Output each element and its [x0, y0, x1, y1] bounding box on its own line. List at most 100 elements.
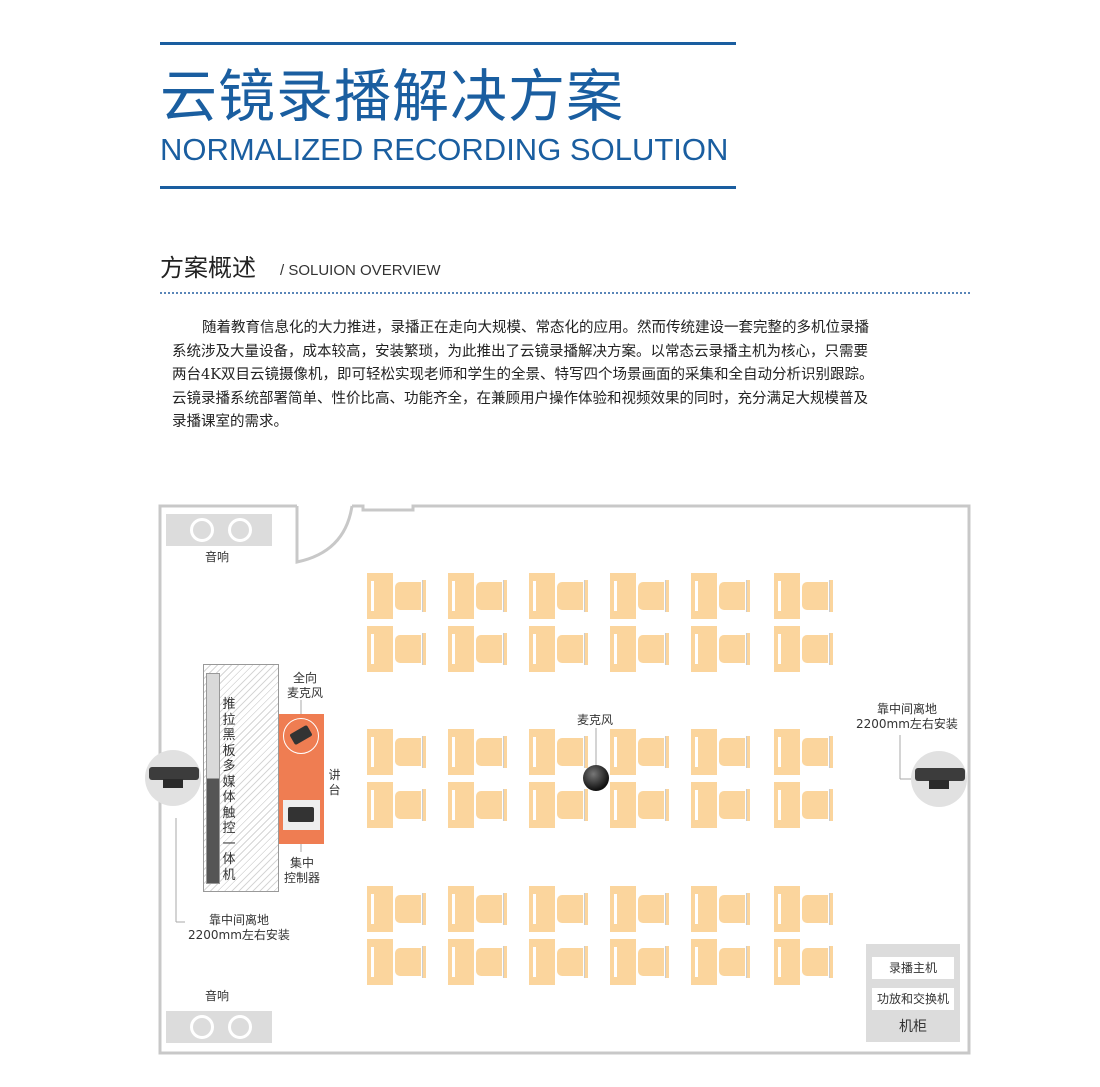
- desk-table: [367, 729, 393, 775]
- desk-chair: [476, 895, 502, 923]
- camera-note-line: 2200mm左右安装: [188, 928, 290, 942]
- desk-chair: [719, 635, 745, 663]
- desk-table: [448, 626, 474, 672]
- desk-chair: [638, 948, 664, 976]
- desk-table: [691, 886, 717, 932]
- chair-back: [829, 946, 833, 978]
- chair-back: [829, 580, 833, 612]
- student-desk: [691, 939, 750, 985]
- paragraph-line: 录播课室的需求。: [172, 414, 288, 430]
- desk-table: [529, 939, 555, 985]
- chair-back: [503, 580, 507, 612]
- chair-back: [829, 633, 833, 665]
- student-desk: [529, 626, 588, 672]
- controller-label: 集中控制器: [284, 856, 320, 886]
- desk-table: [774, 573, 800, 619]
- desk-table: [691, 729, 717, 775]
- camera-right-icon: [911, 751, 967, 807]
- chair-back: [829, 789, 833, 821]
- desk-table: [691, 782, 717, 828]
- camera-note-line: 2200mm左右安装: [856, 717, 958, 731]
- student-desk: [448, 886, 507, 932]
- chair-back: [665, 893, 669, 925]
- student-desk: [610, 626, 669, 672]
- student-desk: [774, 573, 833, 619]
- chair-back: [746, 633, 750, 665]
- desk-table: [367, 573, 393, 619]
- desk-table: [774, 939, 800, 985]
- paragraph-line: 两台4K双目云镜摄像机，即可轻松实现老师和学生的全景、特写四个场景画面的采集和全…: [172, 367, 874, 383]
- cabinet-item-recorder: 录播主机: [872, 957, 954, 979]
- desk-chair: [802, 791, 828, 819]
- desk-chair: [802, 582, 828, 610]
- desk-chair: [476, 738, 502, 766]
- chair-back: [665, 736, 669, 768]
- desk-chair: [638, 791, 664, 819]
- chair-back: [584, 893, 588, 925]
- section-divider: [160, 292, 970, 294]
- door: [295, 505, 354, 564]
- student-desk: [774, 729, 833, 775]
- student-desk: [610, 729, 669, 775]
- desk-table: [529, 573, 555, 619]
- desk-chair: [638, 582, 664, 610]
- desk-chair: [719, 791, 745, 819]
- camera-left-icon: [145, 750, 201, 806]
- cabinet-item-amplifier-switch: 功放和交换机: [872, 988, 954, 1010]
- chair-back: [422, 946, 426, 978]
- desk-table: [691, 939, 717, 985]
- speaker-bottom: [166, 1011, 272, 1043]
- chair-back: [746, 893, 750, 925]
- chair-back: [665, 633, 669, 665]
- paragraph-line: 云镜录播系统部署简单、性价比高、功能齐全，在兼顾用户操作体验和视频效果的同时，充…: [172, 391, 868, 407]
- student-desk: [367, 886, 426, 932]
- desk-table: [367, 886, 393, 932]
- chair-back: [422, 580, 426, 612]
- student-desk: [529, 573, 588, 619]
- chair-back: [584, 580, 588, 612]
- desk-table: [448, 729, 474, 775]
- podium-label: 讲台: [328, 768, 341, 797]
- desk-chair: [557, 791, 583, 819]
- blackboard-label: 推拉黑板多媒体触控一体机: [222, 697, 236, 883]
- student-desk: [529, 782, 588, 828]
- omni-mic-icon: [283, 718, 319, 754]
- chair-back: [584, 736, 588, 768]
- student-desk: [448, 573, 507, 619]
- chair-back: [665, 946, 669, 978]
- desk-chair: [557, 582, 583, 610]
- desk-chair: [395, 791, 421, 819]
- desk-chair: [638, 738, 664, 766]
- student-desk: [691, 729, 750, 775]
- desk-chair: [395, 895, 421, 923]
- student-desk: [448, 782, 507, 828]
- desk-table: [529, 626, 555, 672]
- desk-table: [529, 782, 555, 828]
- student-desk: [610, 782, 669, 828]
- cabinet-label: 机柜: [899, 1019, 927, 1035]
- student-desk: [691, 886, 750, 932]
- desk-table: [367, 939, 393, 985]
- desk-chair: [476, 948, 502, 976]
- page-subtitle: NORMALIZED RECORDING SOLUTION: [160, 132, 729, 167]
- controller-label-line: 集中: [290, 856, 315, 870]
- student-desk: [367, 573, 426, 619]
- paragraph-line: 随着教育信息化的大力推进，录播正在走向大规模、常态化的应用。然而传统建设一套完整…: [202, 320, 869, 336]
- student-desk: [529, 886, 588, 932]
- chair-back: [584, 633, 588, 665]
- desk-chair: [395, 582, 421, 610]
- student-desk: [367, 626, 426, 672]
- student-desk: [529, 729, 588, 775]
- top-rule: [160, 42, 736, 45]
- desk-table: [691, 573, 717, 619]
- desk-chair: [638, 635, 664, 663]
- desk-chair: [638, 895, 664, 923]
- student-desk: [529, 939, 588, 985]
- page-title: 云镜录播解决方案: [160, 64, 624, 130]
- chair-back: [829, 893, 833, 925]
- chair-back: [746, 946, 750, 978]
- desk-table: [610, 939, 636, 985]
- student-desk: [691, 626, 750, 672]
